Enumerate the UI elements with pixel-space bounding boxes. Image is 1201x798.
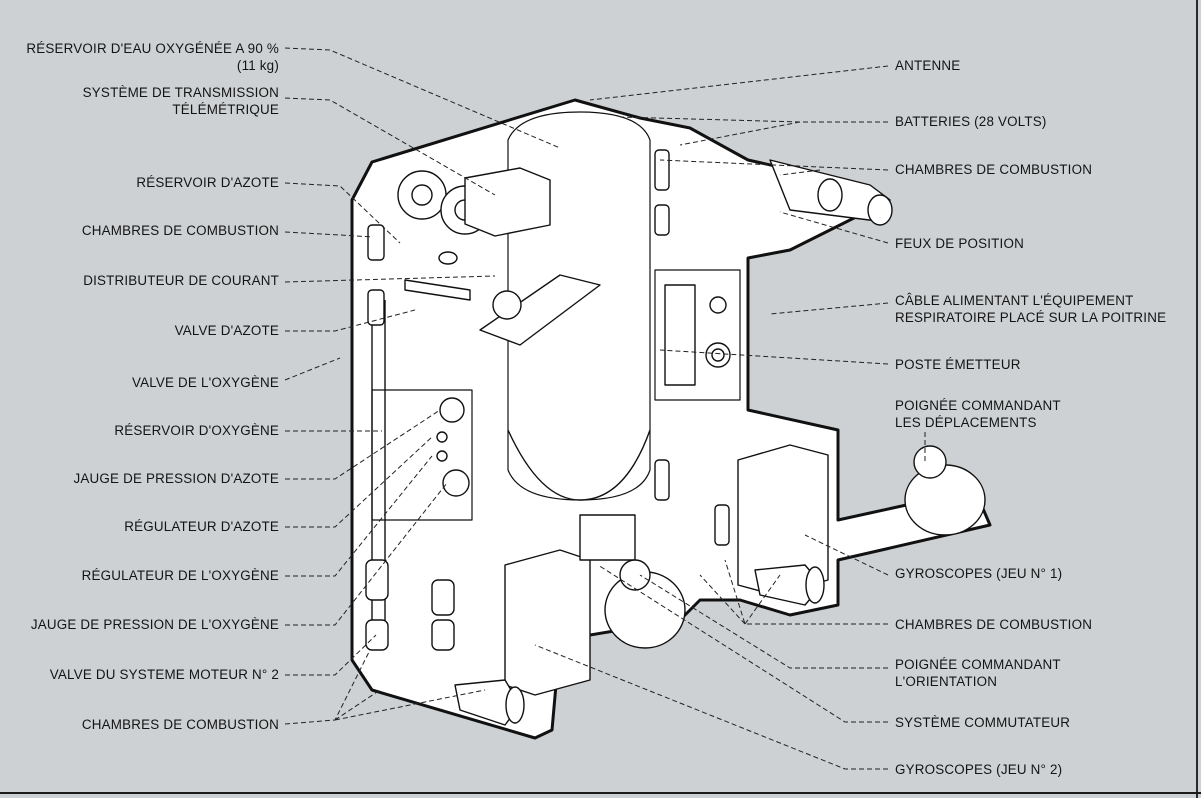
frame-edge-bottom xyxy=(0,792,1201,794)
label-line: CHAMBRES DE COMBUSTION xyxy=(895,162,1093,177)
label-line: (11 kg) xyxy=(236,58,279,73)
leader-poste xyxy=(659,349,889,365)
label-systeme-transmission-telemetrique: SYSTÈME DE TRANSMISSION TÉLÉMÉTRIQUE xyxy=(83,84,279,118)
leader-gyro-1 xyxy=(804,534,889,576)
label-poignee-deplacements: POIGNÉE COMMANDANT LES DÉPLACEMENTS xyxy=(895,397,1061,431)
label-line: POIGNÉE COMMANDANT xyxy=(895,398,1061,413)
label-line: SYSTÈME DE TRANSMISSION xyxy=(82,85,279,100)
leader-valve-moteur xyxy=(285,634,377,676)
leader-poignee-orient xyxy=(639,574,888,669)
label-jauge-pression-azote: JAUGE DE PRESSION D'AZOTE xyxy=(74,470,279,487)
label-line: POIGNÉE COMMANDANT xyxy=(895,657,1061,672)
label-poignee-orientation: POIGNÉE COMMANDANT L'ORIENTATION xyxy=(895,656,1061,690)
label-distributeur-courant: DISTRIBUTEUR DE COURANT xyxy=(83,272,279,289)
label-line: RÉSERVOIR D'EAU OXYGÉNÉE A 90 % xyxy=(26,41,279,56)
label-antenne: ANTENNE xyxy=(895,57,960,74)
frame-edge-right xyxy=(1196,0,1198,798)
leader-antenne xyxy=(589,65,889,101)
label-reservoir-azote: RÉSERVOIR D'AZOTE xyxy=(136,174,279,191)
leader-commutateur xyxy=(597,564,888,723)
label-line: JAUGE DE PRESSION DE L'OXYGÈNE xyxy=(30,617,279,632)
leader-jauge-oxygene xyxy=(285,482,448,626)
label-line: VALVE DE L'OXYGÈNE xyxy=(131,375,279,390)
label-line: TÉLÉMÉTRIQUE xyxy=(172,102,279,117)
leader-chambres-br xyxy=(699,559,888,625)
label-line: RESPIRATOIRE PLACÉ SUR LA POITRINE xyxy=(895,310,1167,325)
label-line: RÉSERVOIR D'OXYGÈNE xyxy=(114,423,279,438)
leader-regulateur-azote xyxy=(285,436,433,528)
leader-reservoir-azote xyxy=(284,182,401,244)
label-jauge-pression-oxygene: JAUGE DE PRESSION DE L'OXYGÈNE xyxy=(31,616,279,633)
label-regulateur-oxygene: RÉGULATEUR DE L'OXYGÈNE xyxy=(82,567,279,584)
label-line: RÉSERVOIR D'AZOTE xyxy=(136,175,279,190)
oxygen-pressure-gauge xyxy=(442,469,470,497)
label-line: DISTRIBUTEUR DE COURANT xyxy=(83,273,279,288)
label-regulateur-azote: RÉGULATEUR D'AZOTE xyxy=(124,518,279,535)
label-gyroscopes-jeu-2: GYROSCOPES (JEU N° 2) xyxy=(895,761,1062,778)
label-line: RÉGULATEUR DE L'OXYGÈNE xyxy=(81,568,279,583)
leader-regulateur-oxygene xyxy=(285,455,433,577)
label-valve-azote: VALVE D'AZOTE xyxy=(175,322,279,339)
label-chambres-combustion-bottom-right: CHAMBRES DE COMBUSTION xyxy=(895,616,1092,633)
label-line: VALVE D'AZOTE xyxy=(174,323,279,338)
leader-valve-azote xyxy=(285,309,416,332)
label-line: POSTE ÉMETTEUR xyxy=(895,357,1021,372)
label-valve-oxygene: VALVE DE L'OXYGÈNE xyxy=(132,374,279,391)
label-reservoir-oxygene: RÉSERVOIR D'OXYGÈNE xyxy=(114,422,279,439)
label-cable-equipement-respiratoire: CÂBLE ALIMENTANT L'ÉQUIPEMENT RESPIRATOI… xyxy=(895,292,1166,326)
translation-handle xyxy=(904,464,986,536)
label-line: GYROSCOPES (JEU N° 1) xyxy=(895,566,1063,581)
label-line: RÉGULATEUR D'AZOTE xyxy=(124,519,279,534)
label-line: FEUX DE POSITION xyxy=(895,236,1024,251)
gyroscope-box-1 xyxy=(737,444,829,596)
leader-cable xyxy=(769,302,889,315)
label-reservoir-eau-oxygenee: RÉSERVOIR D'EAU OXYGÉNÉE A 90 % (11 kg) xyxy=(26,40,279,74)
label-line: CHAMBRES DE COMBUSTION xyxy=(81,717,279,732)
label-line: L'ORIENTATION xyxy=(895,674,998,689)
leader-chambres-bl xyxy=(284,649,486,725)
leader-gyro-2 xyxy=(534,644,888,770)
label-line: CHAMBRES DE COMBUSTION xyxy=(81,223,279,238)
leader-distributeur xyxy=(284,275,496,283)
label-line: CHAMBRES DE COMBUSTION xyxy=(895,617,1093,632)
label-poste-emetteur: POSTE ÉMETTEUR xyxy=(895,356,1021,373)
label-line: CÂBLE ALIMENTANT L'ÉQUIPEMENT xyxy=(895,293,1134,308)
label-chambres-combustion-top-right: CHAMBRES DE COMBUSTION xyxy=(895,161,1092,178)
leader-chambres-tr xyxy=(659,159,889,176)
leader-feux xyxy=(779,211,889,244)
label-line: ANTENNE xyxy=(895,58,961,73)
label-line: JAUGE DE PRESSION D'AZOTE xyxy=(73,471,279,486)
telemetry-box xyxy=(464,167,551,237)
leader-chambres-tl xyxy=(284,231,374,238)
label-line: VALVE DU SYSTEME MOTEUR N° 2 xyxy=(49,667,279,682)
label-line: GYROSCOPES (JEU N° 2) xyxy=(895,762,1063,777)
label-line: LES DÉPLACEMENTS xyxy=(895,415,1037,430)
label-gyroscopes-jeu-1: GYROSCOPES (JEU N° 1) xyxy=(895,565,1062,582)
leader-valve-oxygene xyxy=(284,357,341,381)
leader-batteries xyxy=(619,116,888,146)
label-batteries: BATTERIES (28 VOLTS) xyxy=(895,113,1047,130)
gyroscope-box-2 xyxy=(504,549,591,696)
leader-reservoir-eau xyxy=(284,47,561,149)
label-chambres-combustion-bottom-left: CHAMBRES DE COMBUSTION xyxy=(82,716,279,733)
leader-telemetrie xyxy=(284,97,496,196)
label-line: BATTERIES (28 VOLTS) xyxy=(895,114,1047,129)
nitrogen-pressure-gauge xyxy=(439,397,465,423)
label-valve-systeme-moteur-2: VALVE DU SYSTEME MOTEUR N° 2 xyxy=(50,666,279,683)
label-line: SYSTÈME COMMUTATEUR xyxy=(895,715,1071,730)
label-systeme-commutateur: SYSTÈME COMMUTATEUR xyxy=(895,714,1070,731)
label-feux-position: FEUX DE POSITION xyxy=(895,235,1024,252)
label-chambres-combustion-top-left: CHAMBRES DE COMBUSTION xyxy=(82,222,279,239)
leader-jauge-azote xyxy=(285,409,441,480)
